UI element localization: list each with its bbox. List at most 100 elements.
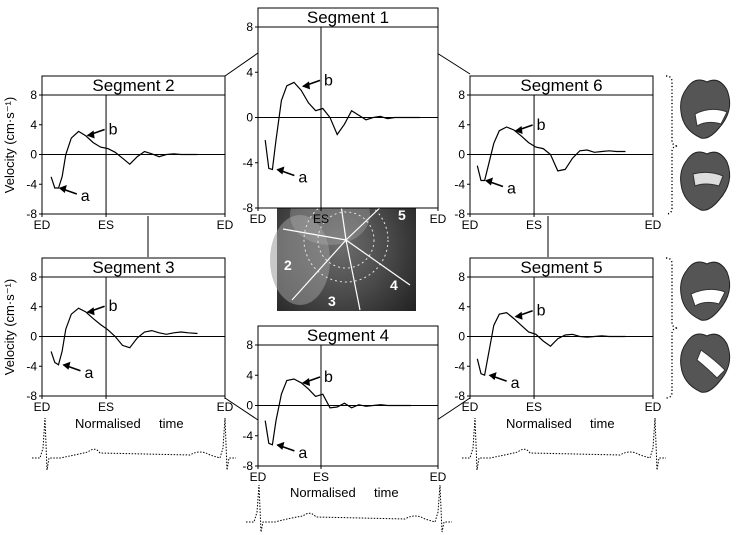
y-tick-label: -8 bbox=[26, 389, 37, 403]
y-tick-label: 4 bbox=[458, 118, 465, 132]
title-box bbox=[469, 257, 654, 278]
y-tick-label: 0 bbox=[458, 330, 465, 344]
x-tick-label: ED bbox=[645, 218, 662, 232]
x-axis-title-right: Normalised time bbox=[506, 416, 615, 431]
x-tick-label: ES bbox=[526, 400, 542, 414]
title-box bbox=[257, 325, 439, 346]
velocity-series-line bbox=[50, 130, 198, 189]
x-tick-label: ED bbox=[645, 400, 662, 414]
title-box bbox=[469, 75, 654, 96]
x-tick-label: ED bbox=[430, 212, 447, 226]
marker-a-label: a bbox=[298, 170, 307, 187]
y-tick-label: -4 bbox=[26, 177, 37, 191]
segment-title: Segment 6 bbox=[520, 76, 602, 95]
x-tick-label: ED bbox=[217, 400, 234, 414]
y-tick-label: 8 bbox=[246, 338, 253, 352]
marker-b-label: b bbox=[537, 117, 546, 134]
y-tick-label: 8 bbox=[458, 88, 465, 102]
x-tick-label: ES bbox=[98, 218, 114, 232]
y-tick-label: -8 bbox=[454, 389, 465, 403]
x-tick-label: ED bbox=[250, 212, 267, 226]
image-label-5: 5 bbox=[398, 207, 406, 223]
y-tick-label: -8 bbox=[454, 207, 465, 221]
heart-icon bbox=[680, 261, 731, 321]
heart-icon bbox=[680, 79, 731, 139]
arrow-b-head bbox=[302, 81, 310, 90]
arrow-b-head bbox=[302, 378, 310, 387]
segment-title: Segment 1 bbox=[307, 8, 389, 27]
x-axis-title-center: Normalised time bbox=[290, 485, 399, 500]
velocity-series-line bbox=[476, 126, 626, 182]
y-tick-label: -4 bbox=[454, 359, 465, 373]
arrow-a-head bbox=[488, 372, 497, 381]
y-tick-label: -4 bbox=[242, 429, 253, 443]
marker-b-label: b bbox=[109, 121, 118, 138]
y-tick-label: 0 bbox=[458, 148, 465, 162]
y-tick-label: -4 bbox=[26, 359, 37, 373]
x-tick-label: ED bbox=[250, 470, 267, 484]
marker-b-label: b bbox=[109, 298, 118, 315]
x-tick-label: ES bbox=[313, 470, 329, 484]
y-tick-label: 0 bbox=[246, 399, 253, 413]
velocity-series-line bbox=[264, 378, 411, 446]
arrow-a-head bbox=[276, 441, 285, 450]
marker-a-label: a bbox=[507, 181, 516, 198]
y-tick-label: 8 bbox=[30, 270, 37, 284]
velocity-series-line bbox=[476, 312, 626, 377]
y-tick-label: 8 bbox=[30, 88, 37, 102]
arrow-b-head bbox=[86, 130, 95, 139]
velocity-series-line bbox=[50, 307, 198, 366]
y-tick-label: 8 bbox=[458, 270, 465, 284]
y-tick-label: 0 bbox=[30, 330, 37, 344]
x-axis-title-unit: time bbox=[159, 416, 184, 431]
arrow-b-head bbox=[86, 307, 95, 316]
y-tick-label: -4 bbox=[454, 177, 465, 191]
y-axis-title-upper: Velocity (cm·s⁻¹) bbox=[2, 97, 17, 193]
x-tick-label: ED bbox=[34, 218, 51, 232]
marker-a-label: a bbox=[298, 445, 307, 462]
y-tick-label: 4 bbox=[246, 368, 253, 382]
segment-title: Segment 5 bbox=[520, 258, 602, 277]
y-axis-title-lower: Velocity (cm·s⁻¹) bbox=[2, 279, 17, 375]
marker-a-label: a bbox=[511, 375, 520, 392]
image-label-4: 4 bbox=[390, 277, 398, 293]
title-box bbox=[257, 7, 439, 28]
image-label-3: 3 bbox=[328, 293, 336, 309]
marker-a-label: a bbox=[81, 188, 90, 205]
arrow-a-head bbox=[484, 177, 493, 186]
x-axis-title-main: Normalised bbox=[75, 416, 141, 431]
segment-title: Segment 2 bbox=[92, 76, 174, 95]
y-tick-label: -8 bbox=[242, 201, 253, 215]
marker-b-label: b bbox=[537, 303, 546, 320]
arrow-a-head bbox=[62, 361, 71, 370]
marker-b-label: b bbox=[324, 72, 333, 89]
segment-title: Segment 4 bbox=[307, 326, 389, 345]
marker-b-label: b bbox=[324, 369, 333, 386]
connector-lines bbox=[147, 52, 549, 421]
arrow-a-head bbox=[58, 184, 67, 193]
arrow-a-head bbox=[276, 166, 285, 175]
y-tick-label: 0 bbox=[30, 148, 37, 162]
x-tick-label: ES bbox=[526, 218, 542, 232]
y-tick-label: 4 bbox=[246, 65, 253, 79]
y-tick-label: 8 bbox=[246, 20, 253, 34]
x-axis-title-left: Normalised time bbox=[75, 416, 184, 431]
arrow-b-head bbox=[514, 125, 523, 134]
title-box bbox=[41, 257, 226, 278]
arrow-b-head bbox=[514, 311, 523, 320]
heart-icons bbox=[680, 79, 731, 393]
y-tick-label: 4 bbox=[458, 300, 465, 314]
x-tick-label: ED bbox=[217, 218, 234, 232]
x-tick-label: ED bbox=[34, 400, 51, 414]
y-tick-label: 0 bbox=[246, 111, 253, 125]
dotted-brackets bbox=[665, 75, 679, 399]
ecg-traces bbox=[32, 417, 666, 533]
y-tick-label: -4 bbox=[242, 156, 253, 170]
